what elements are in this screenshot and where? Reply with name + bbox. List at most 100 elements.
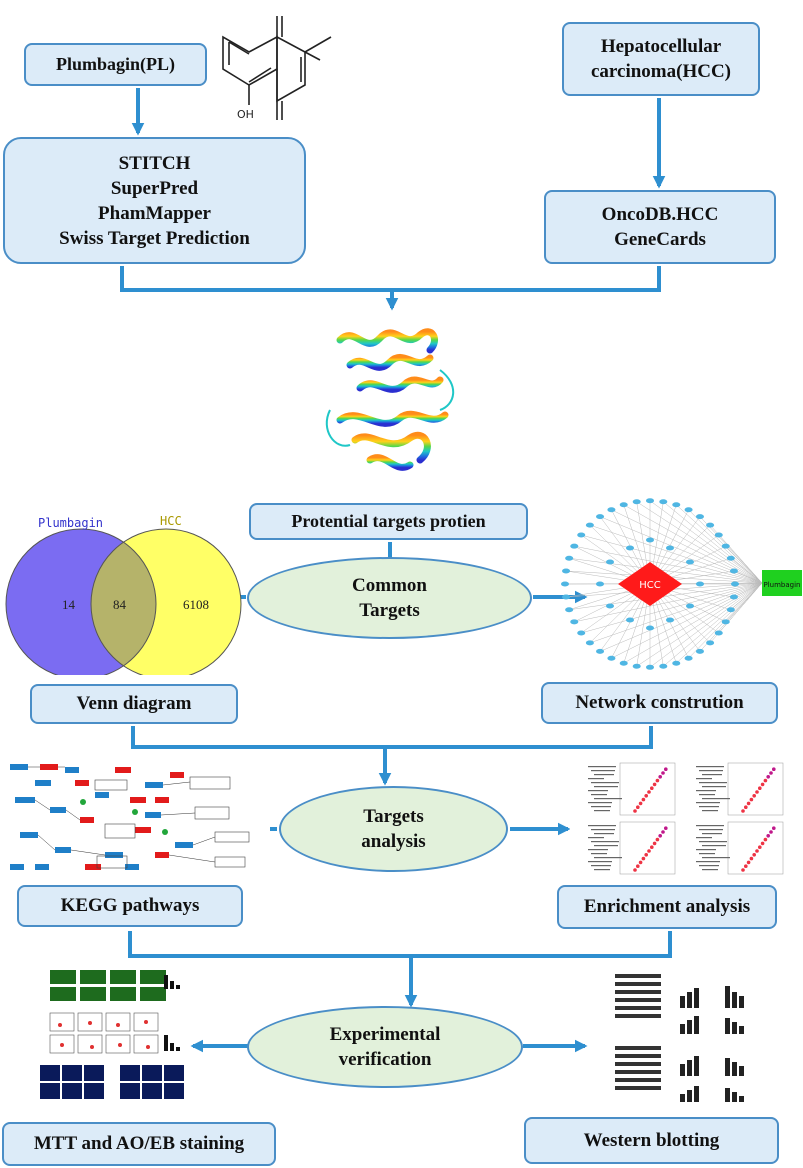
network-node: [672, 660, 681, 666]
experimental-verification-line1: Experimental: [329, 1024, 441, 1045]
network-node: [577, 630, 586, 636]
plumbagin-node: [762, 570, 802, 596]
network-node: [565, 607, 574, 613]
staining-image: [30, 965, 190, 1105]
network-node: [666, 617, 674, 623]
venn-right-label: HCC: [160, 514, 182, 528]
hcc-node: [618, 562, 682, 606]
merge-line-bottom: [128, 931, 672, 958]
network-node: [695, 514, 704, 520]
network-node: [695, 648, 704, 654]
network-node: [672, 502, 681, 508]
network-node: [626, 617, 634, 623]
merge-line-middle: [131, 726, 653, 749]
network-node: [562, 594, 571, 600]
hcc-label-line1: Hepatocellular: [600, 36, 722, 57]
network-node: [585, 640, 594, 646]
network-node: [706, 640, 715, 646]
common-targets-line2: Targets: [359, 600, 420, 621]
kegg-pathway-image: [5, 752, 270, 880]
enrichment-plot-image: [570, 758, 795, 880]
network-node: [606, 559, 614, 565]
venn-diagram-box: Venn diagram: [30, 684, 238, 724]
network-node: [659, 499, 668, 505]
network-node: [646, 498, 654, 504]
network-node: [577, 532, 586, 538]
network-node: [684, 507, 693, 513]
targets-analysis-ellipse: Targets analysis: [279, 786, 508, 872]
network-node: [626, 545, 634, 551]
network-node: [646, 537, 654, 543]
network-node: [726, 607, 735, 613]
network-node: [596, 514, 605, 520]
venn-diagram: Plumbagin HCC 14 84 6108: [5, 514, 242, 675]
protein-structure-icon: [325, 328, 455, 471]
network-node: [714, 630, 723, 636]
venn-overlap-count: 84: [113, 597, 127, 612]
common-targets-line1: Common: [352, 575, 427, 596]
network-node: [659, 663, 668, 669]
targets-analysis-line2: analysis: [361, 831, 426, 852]
network-node: [646, 625, 654, 631]
network-construction-box: Network constrution: [541, 682, 778, 724]
network-construction-label: Network constrution: [575, 692, 744, 713]
plumbagin-node-label: Plumbagin: [764, 581, 801, 589]
network-graph: HCC Plumbagin: [561, 498, 802, 670]
db-superpred: SuperPred: [110, 177, 199, 199]
venn-right-count: 6108: [183, 597, 209, 612]
network-node: [619, 502, 628, 508]
experimental-verification-ellipse: Experimental verification: [247, 1006, 523, 1088]
potential-targets-label: Protential targets protien: [291, 511, 486, 531]
network-node: [632, 663, 641, 669]
enrichment-analysis-box: Enrichment analysis: [557, 885, 777, 929]
network-node: [729, 594, 738, 600]
mtt-staining-box: MTT and AO/EB staining: [2, 1122, 276, 1166]
network-node: [607, 507, 616, 513]
merge-line-top: [120, 266, 661, 292]
network-node: [561, 581, 569, 587]
network-node: [607, 655, 616, 661]
network-node: [706, 522, 715, 528]
disease-database-box: OncoDB.HCC GeneCards: [544, 190, 776, 264]
hcc-label-line2: carcinoma(HCC): [590, 61, 731, 82]
plumbagin-label: Plumbagin(PL): [55, 54, 175, 74]
venn-left-count: 14: [62, 597, 76, 612]
venn-overlap: [90, 542, 157, 666]
drug-database-box: STITCH SuperPred PhamMapper Swiss Target…: [3, 137, 306, 264]
db-phammapper: PhamMapper: [98, 202, 211, 224]
network-node: [562, 568, 571, 574]
venn-diagram-label: Venn diagram: [76, 693, 192, 714]
network-node: [606, 603, 614, 609]
network-node: [632, 499, 641, 505]
network-node: [646, 664, 654, 670]
network-node: [731, 581, 739, 587]
network-node: [565, 555, 574, 561]
network-node: [686, 603, 694, 609]
western-blotting-box: Western blotting: [524, 1117, 779, 1164]
experimental-verification-line2: verification: [338, 1049, 432, 1070]
network-node: [721, 619, 730, 625]
db-genecards: GeneCards: [614, 229, 706, 250]
network-node: [721, 543, 730, 549]
network-node: [619, 660, 628, 666]
network-node: [585, 522, 594, 528]
db-swiss: Swiss Target Prediction: [59, 227, 250, 249]
network-node: [666, 545, 674, 551]
network-node: [714, 532, 723, 538]
kegg-pathways-box: KEGG pathways: [17, 885, 243, 927]
plumbagin-box: Plumbagin(PL): [24, 43, 207, 86]
common-targets-ellipse: Common Targets: [247, 557, 532, 639]
potential-targets-box: Protential targets protien: [249, 503, 528, 540]
enrichment-analysis-label: Enrichment analysis: [583, 896, 751, 917]
hcc-node-label: HCC: [639, 580, 661, 591]
mtt-staining-label: MTT and AO/EB staining: [33, 1133, 245, 1154]
db-oncodb: OncoDB.HCC: [601, 204, 719, 225]
hcc-box: Hepatocellular carcinoma(HCC): [562, 22, 760, 96]
oh-label: OH: [237, 108, 254, 121]
network-node: [729, 568, 738, 574]
network-node: [686, 559, 694, 565]
db-stitch: STITCH: [118, 152, 191, 174]
network-node: [596, 581, 604, 587]
network-node: [684, 655, 693, 661]
network-node: [570, 619, 579, 625]
